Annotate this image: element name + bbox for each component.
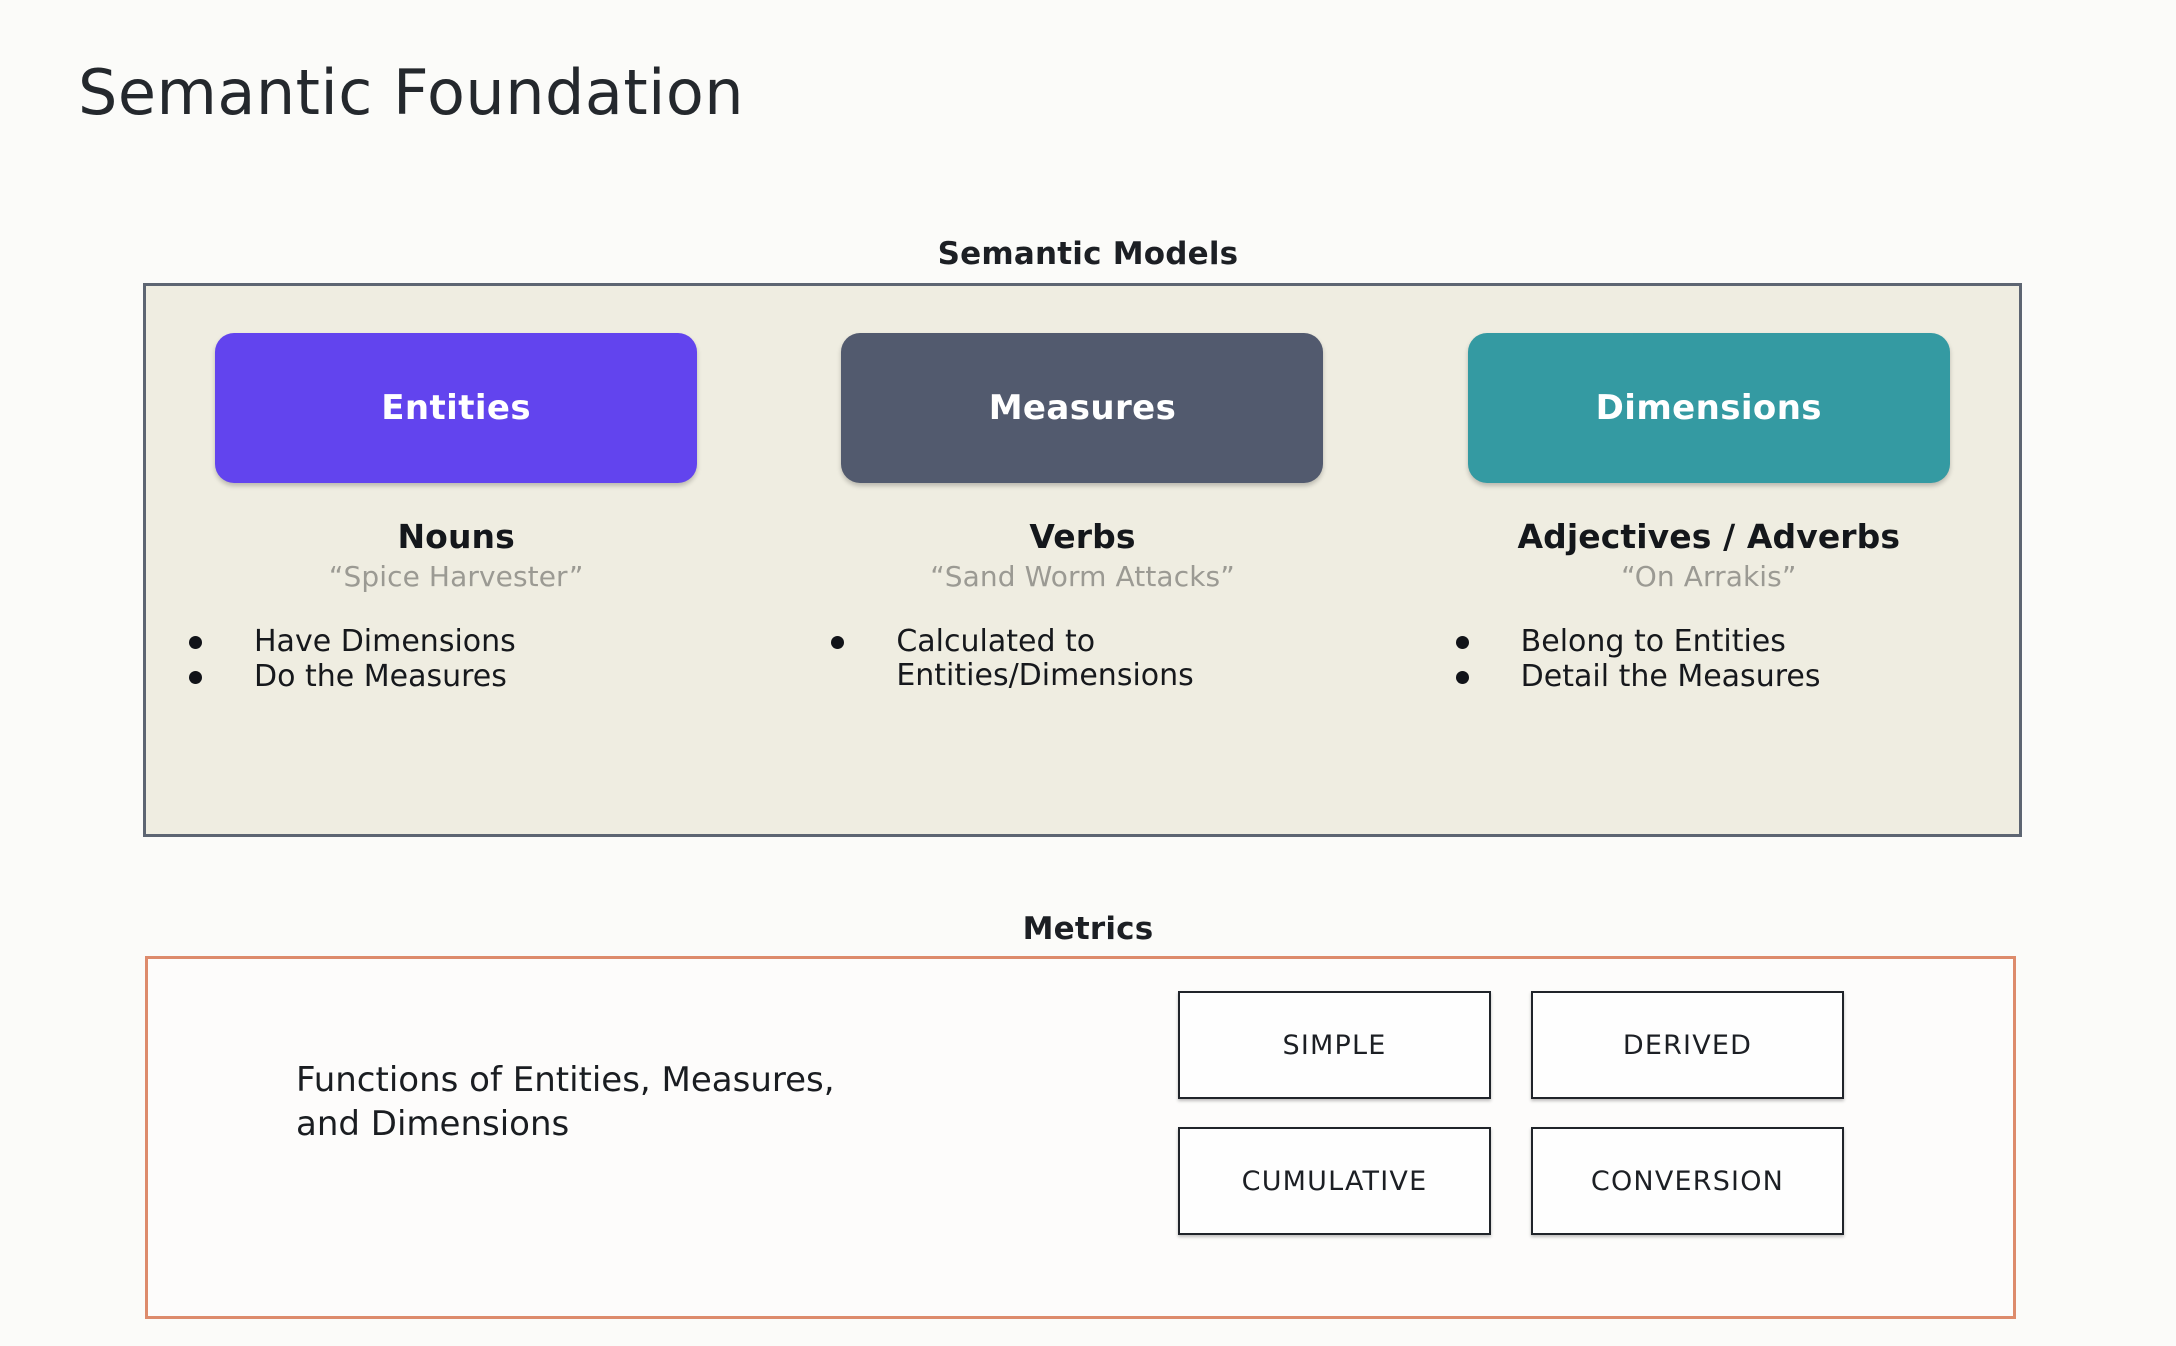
list-item: Do the Measures [189,658,507,694]
list-item-label: Calculated to Entities/Dimensions [896,624,1194,693]
bullet-dot-icon [189,636,202,649]
semantic-models-caption: Semantic Models [937,236,1239,272]
metrics-type-grid: SIMPLE DERIVED CUMULATIVE CONVERSION [1178,991,1844,1235]
dimensions-example: “On Arrakis” [1621,560,1797,593]
dimensions-pill-label: Dimensions [1595,388,1822,428]
page-title: Semantic Foundation [78,56,745,129]
model-column-dimensions: Dimensions Adjectives / Adverbs “On Arra… [1396,283,2022,835]
metric-type-simple-label: SIMPLE [1282,1029,1387,1061]
metrics-caption: Metrics [1022,911,1154,947]
metric-type-conversion[interactable]: CONVERSION [1531,1127,1844,1235]
dimensions-bullet-list: Belong to Entities Detail the Measures [1396,625,2022,694]
metric-type-derived-label: DERIVED [1622,1029,1753,1061]
measures-part-of-speech: Verbs [1029,517,1136,556]
model-column-entities: Entities Nouns “Spice Harvester” Have Di… [143,283,769,835]
list-item: Have Dimensions [189,625,516,659]
dimensions-pill[interactable]: Dimensions [1467,333,1950,483]
metrics-description: Functions of Entities, Measures, and Dim… [296,1060,835,1144]
entities-pill[interactable]: Entities [215,333,698,483]
measures-pill[interactable]: Measures [841,333,1324,483]
metrics-panel: Functions of Entities, Measures, and Dim… [145,956,2016,1319]
semantic-models-columns: Entities Nouns “Spice Harvester” Have Di… [143,283,2022,835]
entities-pill-label: Entities [381,388,532,428]
list-item: Belong to Entities [1455,624,1786,659]
bullet-dot-icon [1455,670,1469,684]
bullet-dot-icon [1455,636,1469,649]
list-item-label: Detail the Measures [1520,658,1821,694]
metric-type-derived[interactable]: DERIVED [1531,991,1844,1099]
measures-bullet-list: Calculated to Entities/Dimensions [769,625,1395,693]
bullet-dot-icon [189,670,202,684]
measures-pill-label: Measures [988,388,1177,428]
metric-type-conversion-label: CONVERSION [1590,1165,1785,1197]
list-item-label: Do the Measures [254,658,507,694]
measures-example: “Sand Worm Attacks” [930,560,1235,593]
list-item-label: Have Dimensions [254,624,516,659]
metric-type-cumulative[interactable]: CUMULATIVE [1178,1127,1491,1235]
dimensions-part-of-speech: Adjectives / Adverbs [1517,517,1901,556]
metric-type-simple[interactable]: SIMPLE [1178,991,1491,1099]
entities-bullet-list: Have Dimensions Do the Measures [143,625,769,694]
entities-part-of-speech: Nouns [397,517,515,556]
model-column-measures: Measures Verbs “Sand Worm Attacks” Calcu… [769,283,1395,835]
metric-type-cumulative-label: CUMULATIVE [1241,1165,1428,1197]
bullet-dot-icon [831,636,845,649]
entities-example: “Spice Harvester” [328,560,584,593]
list-item: Detail the Measures [1455,658,1821,694]
list-item-label: Belong to Entities [1520,624,1786,659]
list-item: Calculated to Entities/Dimensions [831,624,1194,693]
